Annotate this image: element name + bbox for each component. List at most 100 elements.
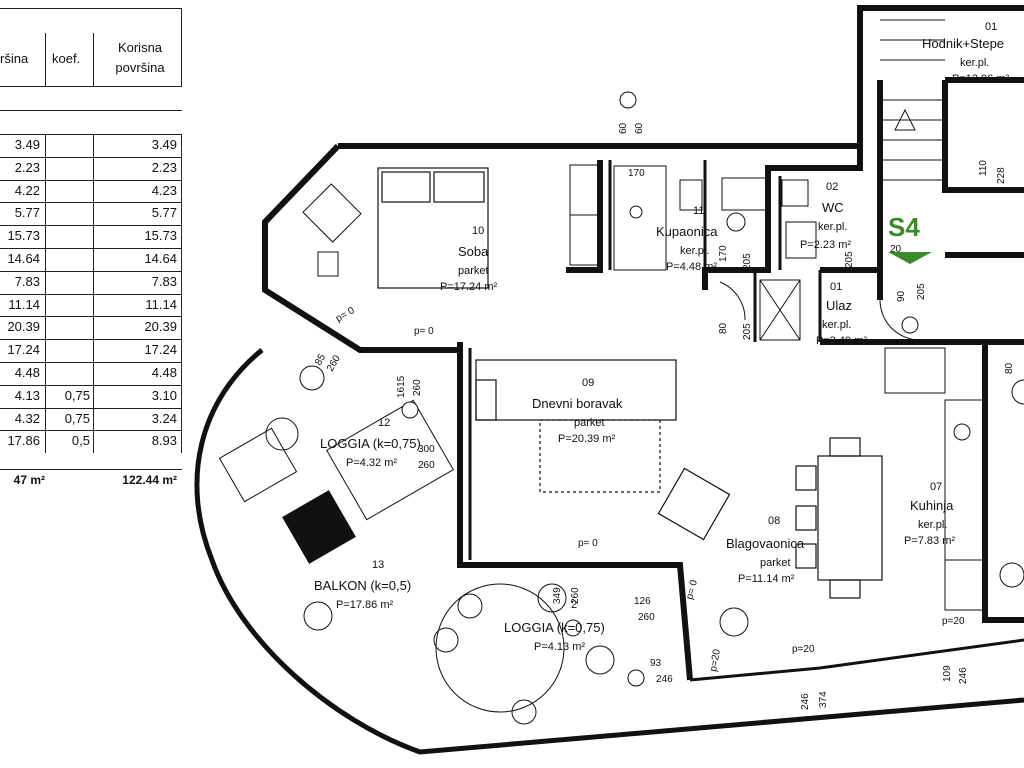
row-surface: 17.24 xyxy=(7,342,40,358)
dim: 170 xyxy=(628,168,645,179)
dim: 170 xyxy=(718,245,729,262)
row-rule xyxy=(0,293,182,295)
row-rule xyxy=(0,179,182,181)
header-bottom-rule xyxy=(0,86,182,87)
row-rule xyxy=(0,316,182,318)
wc-name: WC xyxy=(822,200,844,215)
ulaz-floor: ker.pl. xyxy=(822,319,851,331)
dim: p=20 xyxy=(792,644,815,655)
dnevni-area: P=20.39 m² xyxy=(558,433,616,445)
row-useful: 3.24 xyxy=(151,410,177,426)
row-surface: 4.48 xyxy=(14,365,40,380)
dim: 374 xyxy=(818,691,829,708)
header-rule-2 xyxy=(0,110,182,111)
row-useful: 20.39 xyxy=(144,319,177,335)
col-divider xyxy=(93,33,94,86)
loggia12-num: 12 xyxy=(378,417,390,429)
dim: 300 xyxy=(418,444,435,455)
kuhinja-floor: ker.pl. xyxy=(918,519,947,531)
armchair xyxy=(657,467,731,541)
unit-marker-arrow xyxy=(888,252,932,264)
row-rule xyxy=(0,156,182,158)
sofa xyxy=(475,359,677,493)
blagovaonica-area: P=11.14 m² xyxy=(738,573,795,585)
wc-num: 02 xyxy=(826,181,838,193)
balkon-area: P=17.86 m² xyxy=(336,599,394,611)
dim: 109 xyxy=(942,665,953,682)
kupaonica-num: 11 xyxy=(693,205,704,217)
row-useful: 14.64 xyxy=(144,251,177,266)
row-useful: 4.48 xyxy=(151,365,177,380)
row-rule xyxy=(0,202,182,204)
staircase xyxy=(880,19,945,181)
row-useful: 17.24 xyxy=(144,342,177,358)
row-useful: 4.23 xyxy=(151,182,177,198)
dim: 349 xyxy=(552,587,563,604)
dim: 80 xyxy=(1004,362,1015,374)
dim: 1615 xyxy=(396,375,407,398)
inner-wall-rooms xyxy=(468,160,822,560)
bed xyxy=(377,167,489,289)
dim: 260 xyxy=(325,353,343,373)
dim: 260 xyxy=(570,587,581,604)
row-surface: 20.39 xyxy=(7,319,40,335)
hodnik-num: 01 xyxy=(985,21,997,33)
balkon-num: 13 xyxy=(372,559,384,571)
row-coef: 0,75 xyxy=(64,387,90,403)
loggia-south-name: LOGGIA (k=0,75) xyxy=(504,620,605,635)
outer-wall-curve xyxy=(194,348,1024,755)
row-rule xyxy=(0,134,182,135)
kupaonica-area: P=4.48 m² xyxy=(666,261,717,273)
row-surface: 3.49 xyxy=(14,137,40,152)
dim: 20 xyxy=(890,244,902,255)
loggia12-area: P=4.32 m² xyxy=(346,457,397,469)
soba-num: 10 xyxy=(472,225,484,237)
hodnik-floor: ker.pl. xyxy=(960,57,989,69)
dim: 205 xyxy=(742,323,753,340)
kupaonica-floor: ker.pl. xyxy=(680,245,709,257)
row-rule xyxy=(0,430,182,432)
balkon-name: BALKON (k=0,5) xyxy=(314,578,411,593)
dim: 246 xyxy=(656,674,673,685)
header-coef: koef. xyxy=(52,51,81,66)
dim: 110 xyxy=(978,160,989,176)
dim: 205 xyxy=(844,251,855,268)
loggia-south-num: 2 xyxy=(571,599,577,611)
col-divider xyxy=(45,33,46,86)
outer-wall xyxy=(262,5,1024,353)
col-divider xyxy=(93,134,94,454)
row-rule xyxy=(0,248,182,249)
unit-label: S4 xyxy=(888,212,920,242)
dim: p= 0 xyxy=(684,578,700,600)
dim: 60 xyxy=(634,122,645,134)
soba-name: Soba xyxy=(458,244,489,259)
ceiling-lights xyxy=(401,91,919,687)
col-divider xyxy=(45,134,46,454)
dnevni-name: Dnevni boravak xyxy=(532,396,623,411)
dim: 260 xyxy=(412,379,423,396)
ulaz-name: Ulaz xyxy=(826,298,852,313)
total-rule xyxy=(0,469,182,470)
dim: 246 xyxy=(800,693,811,710)
row-surface: 7.83 xyxy=(14,273,40,289)
deck-chair xyxy=(282,490,356,564)
blagovaonica-name: Blagovaonica xyxy=(726,536,805,551)
ulaz-area: P=3.49 m² xyxy=(816,335,867,347)
hodnik-name: Hodnik+Stepe xyxy=(922,36,1004,51)
dim: p=20 xyxy=(708,648,723,673)
dim: 205 xyxy=(742,253,753,270)
soba-area: P=17.24 m² xyxy=(440,281,498,293)
header-surface: ršina xyxy=(0,51,29,66)
row-surface: 2.23 xyxy=(14,159,40,175)
kuhinja-area: P=7.83 m² xyxy=(904,535,955,547)
loggia-furniture xyxy=(218,399,567,725)
header-useful-2: površina xyxy=(115,60,165,75)
desk xyxy=(302,183,362,277)
total-useful: 122.44 m² xyxy=(122,473,177,487)
row-useful: 15.73 xyxy=(144,228,177,244)
row-surface: 17.86 xyxy=(7,433,40,449)
row-useful: 3.49 xyxy=(151,137,177,152)
blagovaonica-num: 08 xyxy=(768,515,780,527)
row-rule xyxy=(0,384,182,386)
